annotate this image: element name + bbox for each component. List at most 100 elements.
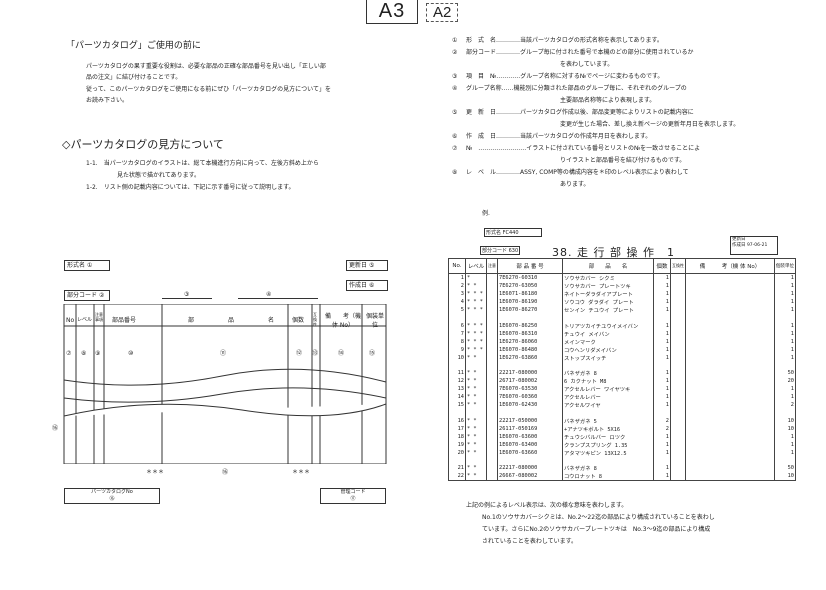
col-qty: 個数	[292, 317, 305, 324]
th-qty: 個数	[653, 258, 671, 274]
table-cell: 1	[774, 440, 796, 449]
table-cell: 9	[448, 345, 466, 354]
table-cell	[685, 290, 775, 298]
example-label: 例.	[482, 210, 490, 217]
create-date-box: 作成日 ⑥	[346, 280, 388, 291]
col-level: レベル	[77, 317, 93, 323]
table-cell: アクセルレバー ワイヤツキ	[562, 385, 654, 393]
table-cell	[685, 369, 775, 377]
example-title: 38. 走 行 部 操 作 1	[552, 246, 675, 259]
table-cell: 1	[653, 401, 671, 409]
table-cell: 1	[774, 290, 796, 298]
table-cell	[685, 432, 775, 441]
table-header-row: No. レベル 注意 部 品 番 号 部 品 名 個数 互換性 備 考（機 体 …	[448, 258, 796, 274]
table-cell: 21	[448, 464, 466, 472]
table-cell: 1	[774, 448, 796, 457]
table-cell: 18	[448, 432, 466, 441]
table-cell	[685, 282, 775, 290]
th-part-number: 部 品 番 号	[497, 258, 563, 274]
table-cell: * *	[465, 377, 487, 385]
marker-3: ③	[184, 291, 190, 298]
marker-4-line	[238, 298, 318, 299]
marker-4: ④	[266, 291, 272, 298]
table-cell: * *	[465, 464, 487, 472]
table-cell: チュウイ メイバン	[562, 329, 654, 338]
table-cell: * *	[465, 424, 487, 433]
table-cell: 3	[448, 290, 466, 298]
table-cell: 50	[774, 369, 796, 377]
example-model-box: 形式名 FC440	[484, 228, 542, 237]
stars-right: ＊＊＊	[292, 469, 311, 476]
table-cell: 1	[653, 290, 671, 298]
table-cell: 1	[774, 337, 796, 346]
table-cell: 1	[653, 432, 671, 441]
table-cell: 1	[653, 369, 671, 377]
item-1-2: 1-2. リスト側の記載内容については、下記に示す番号に従って説明します。	[86, 184, 295, 191]
footer-line-2: No.1のソウサカバーシクミは、No.2〜22迄の部品により構成されていることを…	[482, 514, 715, 521]
table-cell: 1	[653, 282, 671, 290]
col-compat: 互換性	[313, 312, 317, 327]
table-cell: トリアツカイチユウイメイバン	[562, 321, 654, 330]
table-cell: 6	[448, 321, 466, 330]
table-cell: 26117-050169	[497, 424, 563, 433]
a3-label: A3	[378, 0, 406, 22]
table-cell	[685, 448, 775, 457]
table-gap-row	[448, 314, 796, 322]
table-cell: +アナツキボルト 5X16	[562, 424, 654, 433]
col-name-1: 部	[188, 317, 195, 324]
table-cell: 7E6070-63530	[497, 385, 563, 393]
table-cell: 11	[448, 369, 466, 377]
table-cell: 1	[653, 353, 671, 362]
table-cell	[685, 329, 775, 338]
table-cell	[685, 385, 775, 393]
table-cell	[685, 416, 775, 425]
table-cell: チュウシバルバー ロツク	[562, 432, 654, 441]
example-group-box: 部分コード 630	[480, 246, 520, 255]
table-cell: * * *	[465, 306, 487, 314]
table-cell: 1	[653, 329, 671, 338]
table-cell: * *	[465, 416, 487, 425]
table-cell: 1E6070-86480	[497, 345, 563, 354]
table-cell: 2	[653, 424, 671, 433]
table-cell: 10	[774, 472, 796, 481]
table-cell: 7E6270-63050	[497, 282, 563, 290]
item-1-1: 1-1. 当パーツカタログのイラストは、総て本機進行方向に向って、左後方斜め上か…	[86, 160, 319, 167]
table-cell: 20	[774, 377, 796, 385]
table-cell: 26667-080002	[497, 472, 563, 481]
num-15: ⑮	[369, 350, 376, 357]
table-cell: 26717-080002	[497, 377, 563, 385]
table-cell: 1E6070-63600	[497, 432, 563, 441]
table-cell: 1	[774, 393, 796, 401]
table-cell: * *	[465, 393, 487, 401]
table-cell: クランプスプリング 1.35	[562, 440, 654, 449]
table-cell: 1	[653, 273, 671, 282]
table-cell: 1E6070-86250	[497, 321, 563, 330]
num-16: ⑯	[52, 425, 59, 432]
table-cell: * *	[465, 440, 487, 449]
table-cell: 1E6070-86270	[497, 306, 563, 314]
table-cell	[685, 393, 775, 401]
table-cell: 1	[774, 432, 796, 441]
table-cell: 17	[448, 424, 466, 433]
table-cell: ソウコウ ダラダイ プレート	[562, 298, 654, 306]
th-unit: 個装単位	[774, 258, 796, 274]
table-cell: コウロナット 8	[562, 472, 654, 481]
table-cell: 10	[774, 416, 796, 425]
table-cell: 6 カクナット M8	[562, 377, 654, 385]
catalog-no-box: パーツカタログNo ⑯	[64, 488, 160, 504]
table-cell: 19	[448, 440, 466, 449]
table-cell: ストップスイッチ	[562, 353, 654, 362]
num-13: ⑬	[312, 350, 319, 357]
table-cell: 1E6070-63400	[497, 440, 563, 449]
table-cell: 1E6070-86190	[497, 298, 563, 306]
